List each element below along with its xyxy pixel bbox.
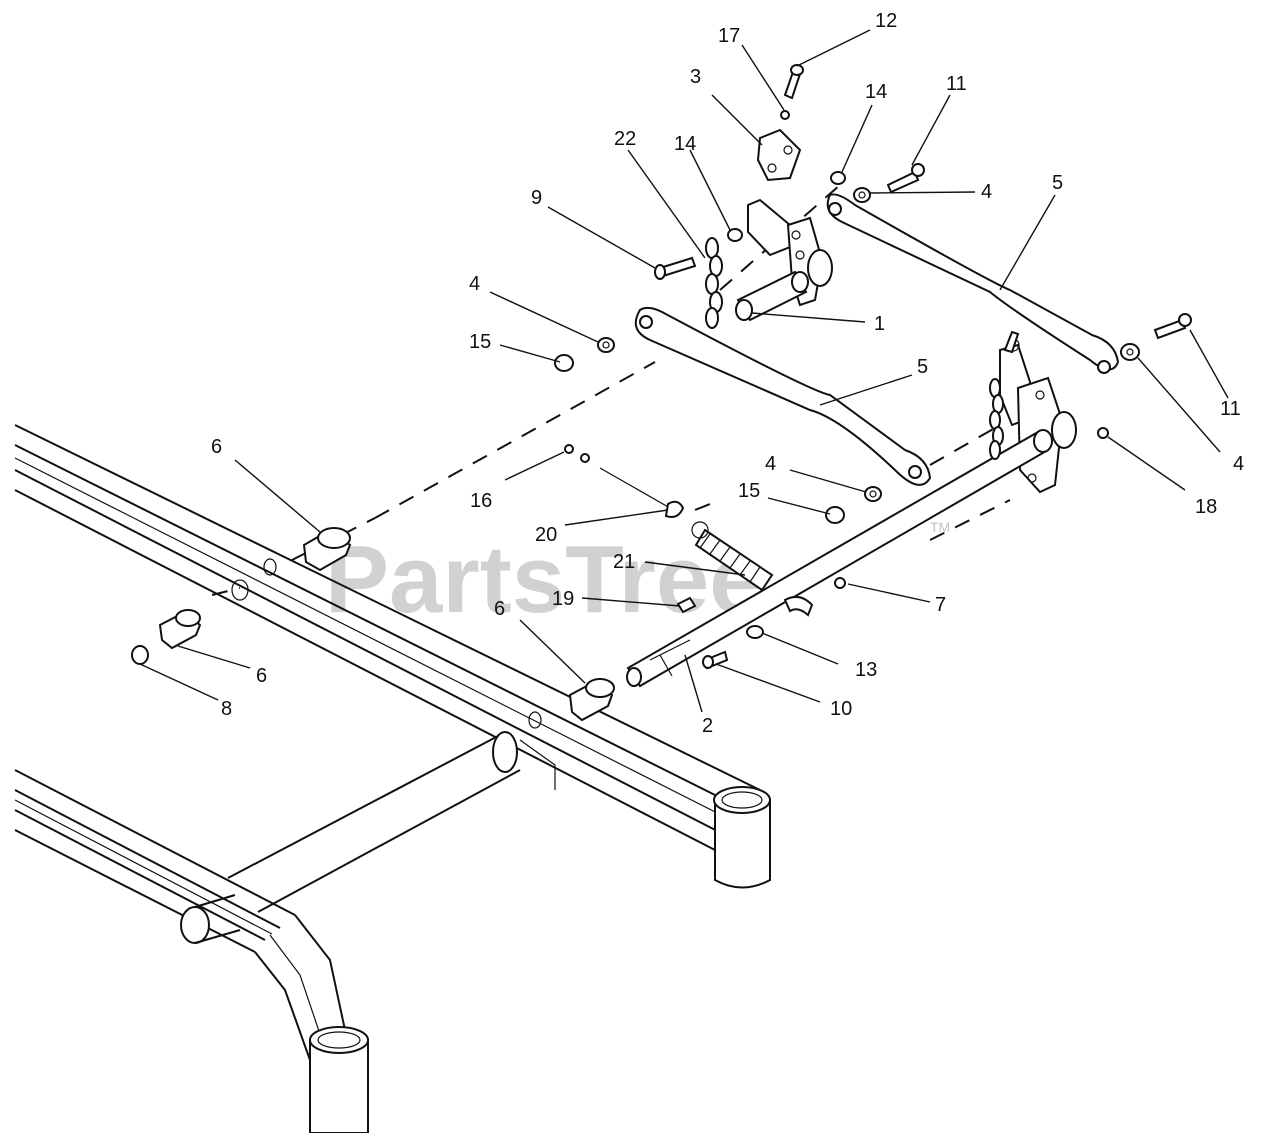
label-11-upper: 11 <box>946 73 967 95</box>
chain-left <box>705 237 723 329</box>
nuts-washers <box>131 110 1140 665</box>
leader-lines <box>139 29 1229 713</box>
label-14-upper: 14 <box>865 81 887 103</box>
label-4-lower: 4 <box>765 453 776 475</box>
chain-right <box>989 378 1004 460</box>
partstree-watermark: PartsTree <box>325 526 763 633</box>
trademark-mark: TM <box>930 519 950 535</box>
label-6-middle: 6 <box>494 598 505 620</box>
bushings <box>158 527 615 722</box>
label-15-left: 15 <box>469 331 491 353</box>
label-22: 22 <box>614 128 636 150</box>
extension-spring <box>691 521 774 592</box>
label-20: 20 <box>535 524 557 546</box>
label-14-left: 14 <box>674 133 696 155</box>
label-3: 3 <box>690 66 701 88</box>
label-4-left: 4 <box>469 273 480 295</box>
link-bar-upper <box>826 193 1120 374</box>
label-6-left: 6 <box>256 665 267 687</box>
label-12: 12 <box>875 10 897 32</box>
label-21: 21 <box>613 551 635 573</box>
label-11-right: 11 <box>1220 398 1241 420</box>
label-17: 17 <box>718 25 740 47</box>
link-bar-lower <box>634 306 932 486</box>
label-18: 18 <box>1195 496 1217 518</box>
bracket-upper <box>735 198 833 322</box>
label-19: 19 <box>552 588 574 610</box>
label-15-lower: 15 <box>738 480 760 502</box>
label-16: 16 <box>470 490 492 512</box>
label-5-upper: 5 <box>1052 172 1063 194</box>
label-4-upper: 4 <box>981 181 992 203</box>
label-7: 7 <box>935 594 946 616</box>
callout-labels: 12 17 3 14 11 4 5 22 14 9 4 15 1 5 11 4 … <box>211 10 1244 737</box>
label-13: 13 <box>855 659 877 681</box>
label-8: 8 <box>221 698 232 720</box>
label-4-right: 4 <box>1233 453 1244 475</box>
mower-frame <box>14 424 771 1133</box>
cross-shaft <box>626 429 1053 688</box>
label-1: 1 <box>874 313 885 335</box>
label-10: 10 <box>830 698 852 720</box>
bolt-parts <box>599 64 1192 670</box>
label-5-lower: 5 <box>917 356 928 378</box>
label-9: 9 <box>531 187 542 209</box>
label-6-upper: 6 <box>211 436 222 458</box>
label-2: 2 <box>702 715 713 737</box>
